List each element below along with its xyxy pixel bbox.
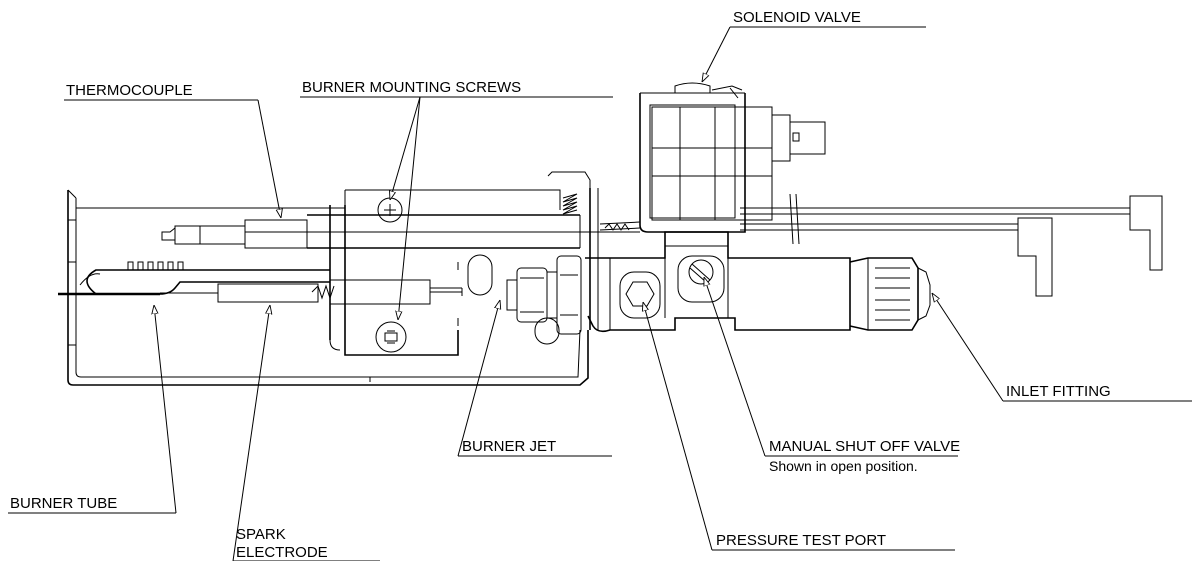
label-pressure-test-port: PRESSURE TEST PORT bbox=[716, 532, 886, 549]
burner-jet bbox=[506, 255, 582, 335]
burner-tube bbox=[58, 261, 330, 296]
callout-leaders bbox=[8, 26, 1192, 561]
mounting-plate bbox=[329, 171, 599, 356]
burner-box bbox=[67, 189, 589, 386]
label-inlet-fitting: INLET FITTING bbox=[1006, 383, 1111, 400]
callout-labels: SOLENOID VALVE THERMOCOUPLE BURNER MOUNT… bbox=[10, 9, 1111, 561]
wire-harness bbox=[599, 193, 1163, 297]
label-manual-shut-off-valve: MANUAL SHUT OFF VALVE bbox=[769, 438, 960, 455]
label-solenoid-valve: SOLENOID VALVE bbox=[733, 9, 861, 26]
spark-electrode bbox=[160, 279, 463, 305]
label-burner-mounting-screws: BURNER MOUNTING SCREWS bbox=[302, 79, 521, 96]
thermocouple bbox=[161, 214, 640, 249]
label-spark-electrode-line2: ELECTRODE bbox=[236, 544, 328, 561]
label-spark-electrode-line1: SPARK bbox=[236, 526, 286, 543]
solenoid-valve bbox=[639, 82, 826, 233]
label-manual-shut-off-note: Shown in open position. bbox=[769, 458, 918, 474]
label-burner-jet: BURNER JET bbox=[462, 438, 556, 455]
label-burner-tube: BURNER TUBE bbox=[10, 495, 117, 512]
label-thermocouple: THERMOCOUPLE bbox=[66, 82, 193, 99]
valve-body bbox=[585, 231, 931, 333]
